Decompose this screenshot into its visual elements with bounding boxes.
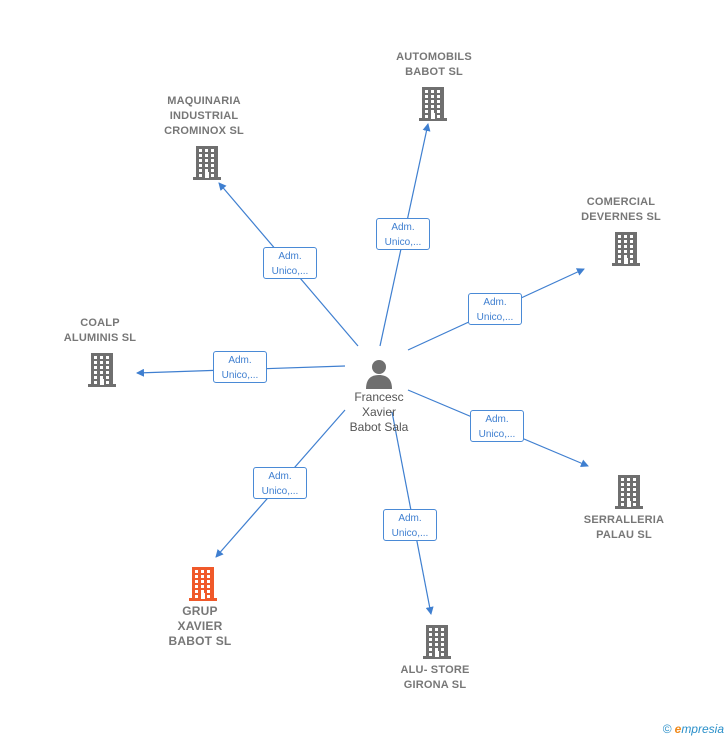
company-node-grup[interactable] [188,566,218,602]
building-icon [615,475,643,509]
brand-logo-text: mpresia [681,722,724,736]
role-label-coalp[interactable]: Adm. Unico,... [213,351,267,383]
building-icon [423,625,451,659]
company-name-comercial[interactable]: COMERCIAL DEVERNES SL [581,196,661,223]
company-name-grup[interactable]: GRUP XAVIER BABOT SL [168,604,232,648]
company-name-maquinaria[interactable]: MAQUINARIA INDUSTRIAL CROMINOX SL [164,95,244,137]
company-node-serralleria[interactable] [614,474,644,510]
role-label-comercial[interactable]: Adm. Unico,... [468,293,522,325]
building-icon [189,567,217,601]
person-name: Francesc Xavier Babot Sala [349,390,409,434]
footer-brand: ©empresia [663,722,724,736]
building-icon [419,87,447,121]
building-icon [612,232,640,266]
role-label-grup[interactable]: Adm. Unico,... [253,467,307,499]
building-icon [193,146,221,180]
role-label-automobils[interactable]: Adm. Unico,... [376,218,430,250]
company-name-serralleria[interactable]: SERRALLERIA PALAU SL [583,514,665,541]
company-node-coalp[interactable] [87,352,117,388]
company-name-coalp[interactable]: COALP ALUMINIS SL [63,317,137,344]
person-icon [366,360,392,389]
copyright-symbol: © [662,722,672,736]
company-node-automobils[interactable] [418,86,448,122]
company-node-comercial[interactable] [611,231,641,267]
company-node-maquinaria[interactable] [192,145,222,181]
building-icon [88,353,116,387]
company-name-automobils[interactable]: AUTOMOBILS BABOT SL [396,51,472,78]
company-node-alu[interactable] [422,624,452,660]
person-node[interactable]: Francesc Xavier Babot Sala [338,358,420,435]
company-name-alu[interactable]: ALU- STORE GIRONA SL [400,664,470,691]
role-label-maquinaria[interactable]: Adm. Unico,... [263,247,317,279]
brand-logo-e: e [674,722,682,736]
role-label-serralleria[interactable]: Adm. Unico,... [470,410,524,442]
role-label-alu[interactable]: Adm. Unico,... [383,509,437,541]
